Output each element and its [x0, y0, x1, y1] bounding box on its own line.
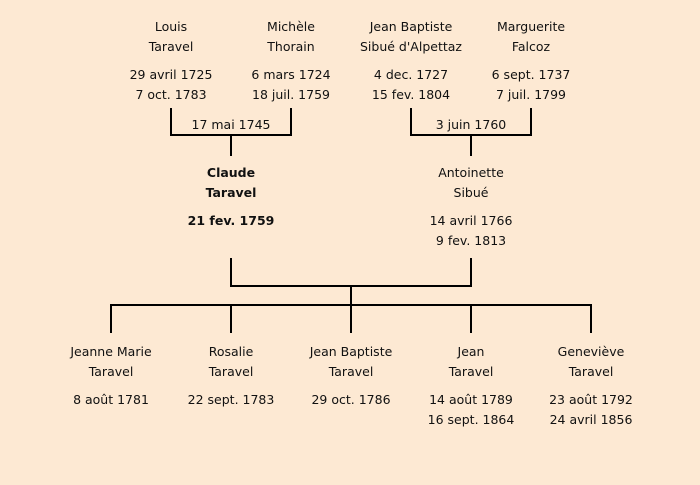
connector-line [530, 108, 532, 136]
death-date: 7 oct. 1783 [135, 87, 207, 102]
last-name: Sibué d'Alpettaz [360, 39, 462, 54]
person-jean-baptiste-sibue: Jean Baptiste Sibué d'Alpettaz 4 dec. 17… [341, 17, 481, 105]
birth-date: 29 oct. 1786 [311, 392, 391, 407]
child-genevieve: Geneviève Taravel 23 août 1792 24 avril … [521, 342, 661, 430]
last-name: Taravel [208, 364, 254, 379]
last-name: Thorain [267, 39, 315, 54]
connector-line [230, 258, 232, 287]
first-name: Jean Baptiste [309, 344, 393, 359]
birth-date: 14 août 1789 [429, 392, 513, 407]
marriage-date-right: 3 juin 1760 [435, 117, 507, 132]
connector-line [470, 258, 472, 287]
first-name: Michèle [267, 19, 315, 34]
last-name: Taravel [568, 364, 614, 379]
child-jeanne-marie: Jeanne Marie Taravel 8 août 1781 [41, 342, 181, 410]
last-name: Taravel [328, 364, 374, 379]
person-claude-taravel: Claude Taravel 21 fev. 1759 [161, 163, 301, 231]
birth-date: 14 avril 1766 [429, 213, 513, 228]
first-name: Louis [154, 19, 188, 34]
birth-date: 23 août 1792 [549, 392, 633, 407]
person-michele-thorain: Michèle Thorain 6 mars 1724 18 juil. 175… [221, 17, 361, 105]
birth-date: 22 sept. 1783 [187, 392, 275, 407]
person-antoinette-sibue: Antoinette Sibué 14 avril 1766 9 fev. 18… [401, 163, 541, 251]
death-date: 15 fev. 1804 [371, 87, 451, 102]
last-name: Taravel [88, 364, 134, 379]
death-date: 24 avril 1856 [549, 412, 633, 427]
birth-date: 29 avril 1725 [129, 67, 213, 82]
last-name: Taravel [448, 364, 494, 379]
marriage-date-left: 17 mai 1745 [191, 117, 271, 132]
connector-line [230, 134, 232, 156]
death-date: 18 juil. 1759 [252, 87, 330, 102]
birth-date: 8 août 1781 [73, 392, 149, 407]
connector-line [110, 304, 112, 333]
connector-line [290, 108, 292, 136]
child-jean-baptiste: Jean Baptiste Taravel 29 oct. 1786 [281, 342, 421, 410]
last-name: Sibué [453, 185, 489, 200]
last-name: Taravel [205, 185, 257, 200]
death-date: 7 juil. 1799 [495, 87, 567, 102]
birth-date: 6 mars 1724 [251, 67, 331, 82]
death-date: 16 sept. 1864 [427, 412, 515, 427]
first-name: Claude [206, 165, 256, 180]
first-name: Geneviève [557, 344, 625, 359]
last-name: Falcoz [511, 39, 551, 54]
connector-line [590, 304, 592, 333]
connector-line [410, 108, 412, 136]
connector-line [350, 304, 352, 333]
connector-line [170, 108, 172, 136]
connector-line [350, 285, 352, 306]
first-name: Jean Baptiste [369, 19, 453, 34]
connector-line [470, 134, 472, 156]
birth-date: 4 dec. 1727 [373, 67, 449, 82]
person-louis-taravel: Louis Taravel 29 avril 1725 7 oct. 1783 [101, 17, 241, 105]
first-name: Antoinette [438, 165, 504, 180]
birth-date: 21 fev. 1759 [187, 213, 275, 228]
connector-line [470, 304, 472, 333]
first-name: Jeanne Marie [70, 344, 152, 359]
child-jean: Jean Taravel 14 août 1789 16 sept. 1864 [401, 342, 541, 430]
child-rosalie: Rosalie Taravel 22 sept. 1783 [161, 342, 301, 410]
death-date: 9 fev. 1813 [435, 233, 507, 248]
person-marguerite-falcoz: Marguerite Falcoz 6 sept. 1737 7 juil. 1… [461, 17, 601, 105]
first-name: Rosalie [208, 344, 254, 359]
last-name: Taravel [148, 39, 194, 54]
first-name: Marguerite [496, 19, 566, 34]
first-name: Jean [457, 344, 485, 359]
birth-date: 6 sept. 1737 [491, 67, 571, 82]
connector-line [230, 304, 232, 333]
